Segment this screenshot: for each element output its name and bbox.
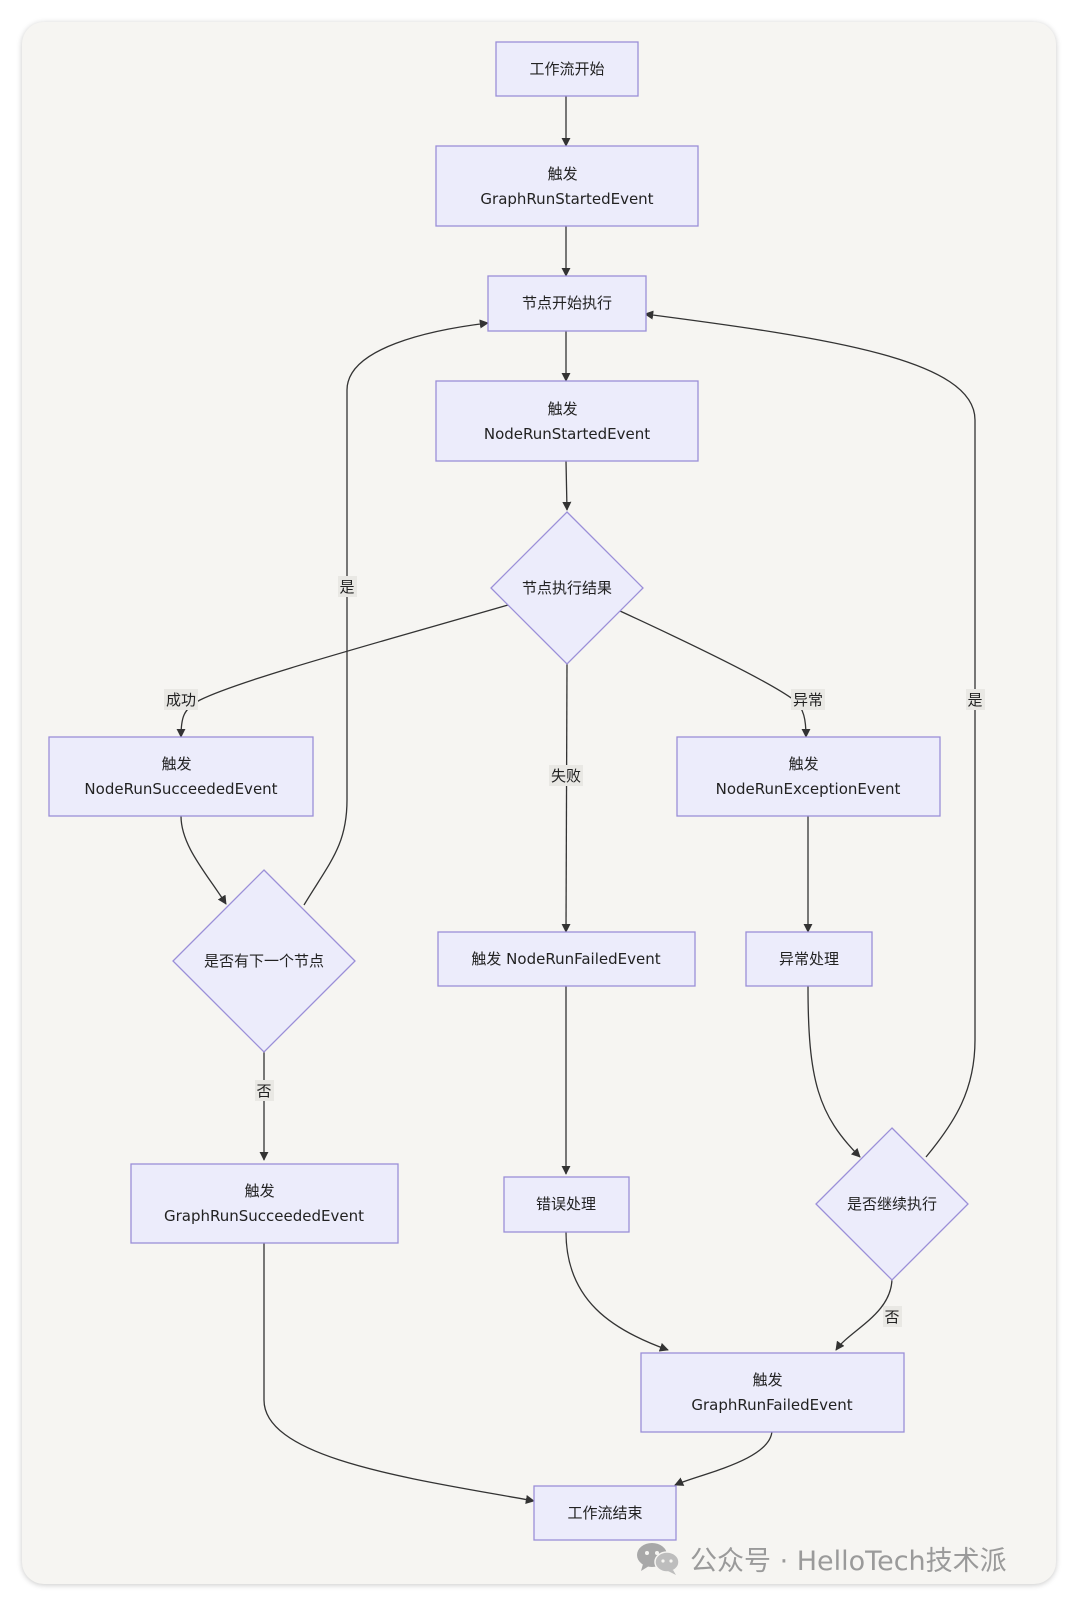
node-start: 工作流开始 xyxy=(495,41,639,97)
node-exception-event-line-2: NodeRunExceptionEvent xyxy=(716,780,901,798)
node-has-next-decision: 是否有下一个节点 xyxy=(172,869,356,1053)
node-graph-succeeded-text: 触发 GraphRunSucceededEvent xyxy=(164,1182,364,1225)
node-start-line-1: 工作流开始 xyxy=(529,60,604,78)
node-node-start-line-1: 节点开始执行 xyxy=(522,294,612,312)
edge-graph-succeeded-to-end xyxy=(263,1243,535,1504)
edge-label-failure: 失败 xyxy=(549,765,583,786)
node-continue-decision-text: 是否继续执行 xyxy=(847,1195,937,1213)
node-succeeded-event: 触发 NodeRunSucceededEvent xyxy=(48,736,314,817)
node-exception-handle-line-1: 异常处理 xyxy=(779,950,839,968)
node-error-handle: 错误处理 xyxy=(503,1176,630,1233)
edge-label-no-left: 否 xyxy=(255,1080,274,1101)
node-started-event-text: 触发 NodeRunStartedEvent xyxy=(484,400,650,443)
node-graph-started-line-2: GraphRunStartedEvent xyxy=(480,190,653,208)
node-graph-succeeded-line-1: 触发 xyxy=(245,1182,275,1200)
node-result-decision-text: 节点执行结果 xyxy=(522,579,612,597)
node-started-event-line-1: 触发 xyxy=(548,400,578,418)
node-graph-failed: 触发 GraphRunFailedEvent xyxy=(640,1352,905,1433)
node-graph-started: 触发 GraphRunStartedEvent xyxy=(435,145,699,227)
node-exception-event: 触发 NodeRunExceptionEvent xyxy=(676,736,941,817)
node-graph-succeeded-line-2: GraphRunSucceededEvent xyxy=(164,1207,364,1225)
edge-succeeded-to-has-next xyxy=(180,815,227,905)
edges xyxy=(176,96,976,1504)
edge-label-exception-text: 异常 xyxy=(793,691,823,709)
diagram-card: 成功 失败 异常 是 是 否 否 工作流开始 触发 GraphRunStarte… xyxy=(22,22,1056,1584)
edge-label-yes-left: 是 xyxy=(338,576,357,597)
node-exception-event-text: 触发 NodeRunExceptionEvent xyxy=(716,755,901,798)
edge-label-failure-text: 失败 xyxy=(551,767,581,785)
edge-started-event-to-result xyxy=(562,460,572,511)
node-exception-event-line-1: 触发 xyxy=(789,755,819,773)
node-end-line-1: 工作流结束 xyxy=(567,1504,642,1522)
watermark: 公众号 · HelloTech技术派 xyxy=(636,1540,1007,1577)
flowchart: 成功 失败 异常 是 是 否 否 工作流开始 触发 GraphRunStarte… xyxy=(48,41,985,1541)
node-started-event: 触发 NodeRunStartedEvent xyxy=(435,380,699,462)
edge-has-next-yes-to-node-start xyxy=(303,319,489,906)
node-error-handle-line-1: 错误处理 xyxy=(536,1195,596,1213)
node-has-next-decision-text: 是否有下一个节点 xyxy=(204,952,324,970)
edge-label-exception: 异常 xyxy=(791,689,825,710)
node-start-text: 工作流开始 xyxy=(529,60,604,78)
edge-error-handle-to-graph-failed xyxy=(565,1231,669,1352)
edge-label-success: 成功 xyxy=(164,689,198,710)
node-exception-handle-text: 异常处理 xyxy=(779,950,839,968)
node-succeeded-event-text: 触发 NodeRunSucceededEvent xyxy=(84,755,277,798)
edge-label-yes-left-text: 是 xyxy=(339,578,354,596)
node-node-start-text: 节点开始执行 xyxy=(522,294,612,312)
edge-result-to-failed xyxy=(561,662,571,933)
node-end: 工作流结束 xyxy=(533,1485,677,1541)
watermark-text: 公众号 · HelloTech技术派 xyxy=(690,1545,1007,1577)
node-has-next-decision-line-1: 是否有下一个节点 xyxy=(204,952,324,970)
node-graph-failed-line-2: GraphRunFailedEvent xyxy=(691,1396,852,1414)
edge-label-yes-right: 是 xyxy=(966,689,985,710)
node-exception-handle: 异常处理 xyxy=(745,931,873,987)
edge-graph-failed-to-end xyxy=(674,1429,773,1486)
node-continue-decision-line-1: 是否继续执行 xyxy=(847,1195,937,1213)
node-result-decision: 节点执行结果 xyxy=(490,511,644,665)
edge-result-to-exception xyxy=(619,610,811,738)
edge-label-no-left-text: 否 xyxy=(256,1082,271,1100)
node-error-handle-text: 错误处理 xyxy=(536,1195,596,1213)
node-graph-succeeded: 触发 GraphRunSucceededEvent xyxy=(130,1163,399,1244)
node-continue-decision: 是否继续执行 xyxy=(815,1127,969,1281)
node-failed-event: 触发 NodeRunFailedEvent xyxy=(437,931,696,987)
node-graph-failed-text: 触发 GraphRunFailedEvent xyxy=(691,1371,852,1414)
node-result-decision-line-1: 节点执行结果 xyxy=(522,579,612,597)
node-graph-started-line-1: 触发 xyxy=(548,165,578,183)
edge-label-yes-right-text: 是 xyxy=(967,691,982,709)
node-started-event-line-2: NodeRunStartedEvent xyxy=(484,425,650,443)
edge-continue-yes-to-node-start xyxy=(644,310,976,1158)
node-node-start: 节点开始执行 xyxy=(487,275,647,332)
edge-label-success-text: 成功 xyxy=(166,691,196,709)
wechat-icon xyxy=(637,1543,680,1575)
node-succeeded-event-line-2: NodeRunSucceededEvent xyxy=(84,780,277,798)
edge-exception-handle-to-continue xyxy=(807,985,861,1158)
node-failed-event-text: 触发 NodeRunFailedEvent xyxy=(471,950,660,968)
node-failed-event-line-1: 触发 NodeRunFailedEvent xyxy=(471,950,660,968)
edge-continue-no-to-graph-failed xyxy=(835,1277,893,1351)
node-end-text: 工作流结束 xyxy=(567,1504,642,1522)
node-succeeded-event-line-1: 触发 xyxy=(162,755,192,773)
edge-label-no-right-text: 否 xyxy=(884,1308,899,1326)
edge-result-to-succeeded xyxy=(176,604,509,738)
edge-label-no-right: 否 xyxy=(883,1306,902,1327)
node-graph-started-text: 触发 GraphRunStartedEvent xyxy=(480,165,653,208)
node-graph-failed-line-1: 触发 xyxy=(753,1371,783,1389)
